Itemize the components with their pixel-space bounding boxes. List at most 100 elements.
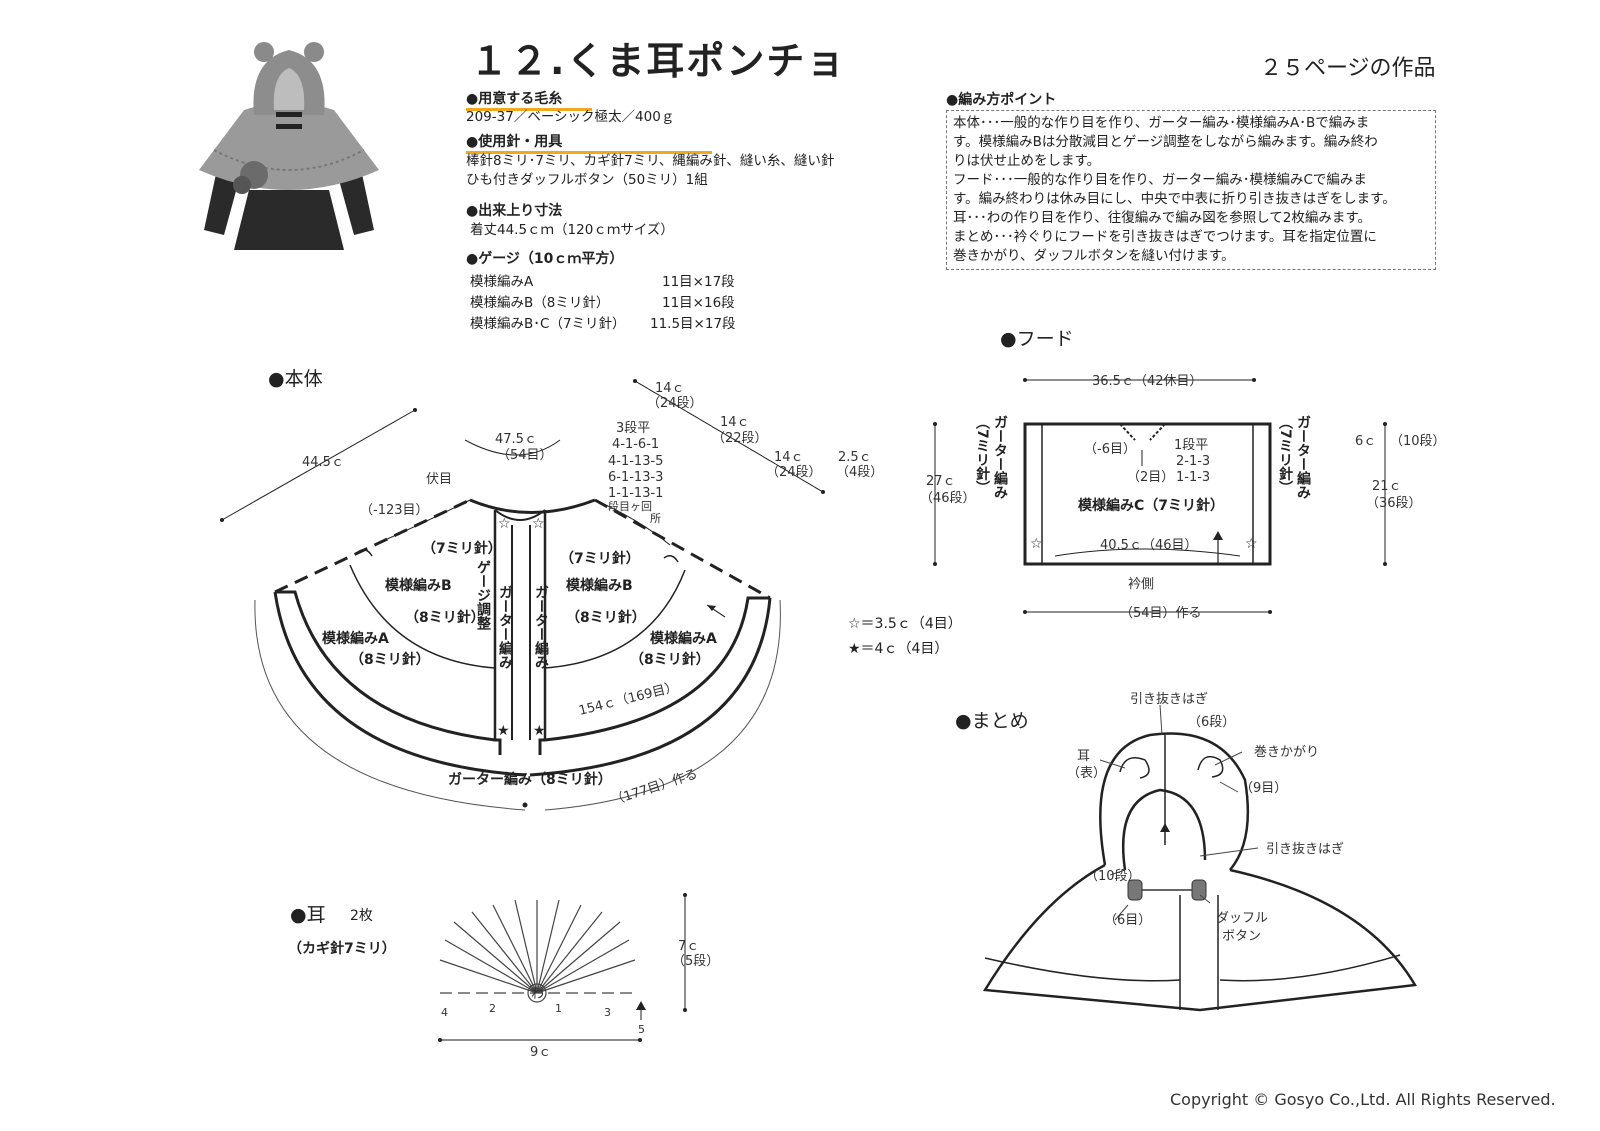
ear-height: 7ｃ	[678, 939, 699, 954]
asm-rows6: （6目）	[1104, 913, 1151, 928]
points-heading: ●編み方ポイント	[946, 92, 1057, 108]
body-patA-right: 模様編みA	[650, 630, 717, 647]
gauge-heading: ●ゲージ（10ｃｍ平方）	[466, 251, 624, 267]
hood-star-left: ☆	[1030, 536, 1043, 552]
hood-inner-width: 40.5ｃ（46目）	[1100, 538, 1198, 553]
hood-dec-3: 1-1-3	[1176, 470, 1210, 485]
size-heading: ●出来上り寸法	[466, 203, 563, 219]
body-dec-2: 4-1-6-1	[612, 437, 659, 452]
hood-body-h-rows: （36段）	[1366, 496, 1422, 511]
hood-star-right: ☆	[1245, 536, 1258, 552]
body-dec-3: 4-1-13-5	[608, 454, 663, 469]
yarn-text: 209-37／ベーシック極太／400ｇ	[466, 109, 675, 125]
body-star-open-left: ☆	[498, 516, 511, 532]
hood-collar-side: 衿側	[1128, 577, 1154, 592]
body-patB-right: 模様編みB	[566, 577, 633, 594]
ear-heading: ●耳	[290, 904, 326, 926]
ear-needle: （カギ針7ミリ）	[288, 941, 396, 957]
asm-slip-join: 引き抜きはぎ	[1266, 841, 1344, 857]
hood-needle-left: （7ミリ針）	[974, 415, 991, 495]
body-star-solid-left: ★	[497, 723, 510, 739]
body-bind-off: 伏目	[426, 472, 452, 487]
body-m4-rows: （4段）	[836, 465, 883, 480]
asm-ear-face: （表）	[1067, 766, 1106, 781]
asm-sts9: （9目）	[1240, 781, 1287, 796]
body-legend-star-open: ☆＝3.5ｃ（4目）	[848, 616, 962, 632]
asm-whip: 巻きかがり	[1254, 745, 1319, 760]
size-text: 着丈44.5ｃｍ（120ｃｍサイズ）	[470, 222, 674, 238]
hood-top-h-rows: （10段）	[1390, 434, 1446, 449]
body-dec-5: 1-1-13-1	[608, 486, 663, 501]
body-neck-width: 47.5ｃ	[495, 432, 537, 447]
body-total-height: 44.5ｃ	[302, 455, 344, 470]
hood-garter-right: ガーター編み	[1295, 415, 1311, 499]
body-dec-4: 6-1-13-3	[608, 470, 663, 485]
hood-center-sts: （2目）	[1127, 470, 1174, 485]
hood-top-h: 6ｃ	[1355, 434, 1376, 449]
body-needle8a-right: （8ミリ針）	[630, 651, 710, 668]
body-garter-left: ガーター編み	[497, 585, 513, 669]
body-m4: 2.5ｃ	[838, 450, 872, 465]
hood-cast-on: （54目）作る	[1120, 606, 1202, 621]
asm-duffle: ダッフル	[1216, 911, 1268, 926]
ear-row-4: 4	[441, 1006, 448, 1019]
body-patB-left: 模様編みB	[385, 577, 452, 594]
body-needle8-left: （8ミリ針）	[405, 609, 485, 626]
hood-dec-center: （-6目）	[1084, 442, 1136, 457]
body-garter-bottom: ガーター編み（8ミリ針）	[448, 771, 612, 788]
asm-rows6-top: （6段）	[1188, 715, 1235, 730]
ear-height-rows: （5段）	[672, 954, 719, 969]
yarn-heading: ●用意する毛糸	[466, 88, 593, 111]
hood-body-h: 21ｃ	[1372, 479, 1402, 494]
body-cast-on: （177目）作る	[610, 767, 700, 809]
assembly-heading: ●まとめ	[955, 710, 1029, 732]
body-needle7-left: （7ミリ針）	[422, 540, 502, 557]
body-heading: ●本体	[268, 368, 323, 390]
body-m3-rows: （24段）	[766, 465, 822, 480]
ear-count: 2枚	[350, 908, 373, 924]
body-patA-left: 模様編みA	[322, 630, 389, 647]
asm-button: ボタン	[1222, 929, 1261, 944]
hood-garter-left: ガーター編み	[992, 415, 1008, 499]
asm-slip-join-top: 引き抜きはぎ	[1130, 691, 1208, 707]
copyright: Copyright © Gosyo Co.,Ltd. All Rights Re…	[1170, 1090, 1556, 1109]
ear-row-5: 5	[638, 1023, 645, 1036]
ear-row-1: 1	[555, 1002, 562, 1015]
body-dec-6: 段目ヶ回	[608, 499, 652, 513]
body-needle8a-left: （8ミリ針）	[350, 651, 430, 668]
body-neck-rows: （54目）	[497, 448, 553, 463]
pattern-title: １２.くま耳ポンチョ	[470, 39, 847, 83]
ear-row-2: 2	[489, 1002, 496, 1015]
body-m1-rows: （24段）	[647, 396, 703, 411]
body-dec-stitches: （-123目）	[360, 503, 429, 518]
ear-ring: わ	[531, 987, 544, 1002]
body-garter-right: ガーター編み	[533, 585, 549, 669]
hood-height-rows: （46段）	[920, 491, 976, 506]
body-legend-star-solid: ★＝4ｃ（4目）	[848, 641, 948, 657]
gauge-row: 模様編みB（8ミリ針）11目×16段	[470, 295, 735, 311]
body-m1: 14ｃ	[655, 381, 685, 396]
hood-heading: ●フード	[1000, 328, 1074, 350]
page-reference: ２５ページの作品	[1260, 56, 1436, 81]
gauge-row: 模様編みB･C（7ミリ針）11.5目×17段	[470, 316, 736, 332]
body-needle8-right: （8ミリ針）	[566, 609, 646, 626]
points-box: 本体･･･一般的な作り目を作り、ガーター編み･模様編みA･Bで編みま す。模様編…	[946, 110, 1436, 270]
ear-width: 9ｃ	[530, 1045, 551, 1060]
body-needle7-right: （7ミリ針）	[560, 550, 640, 567]
tools-heading: ●使用針・用具	[466, 131, 713, 154]
body-m2: 14ｃ	[720, 415, 750, 430]
hood-dec-2: 2-1-3	[1176, 454, 1210, 469]
asm-rows10: （10段）	[1085, 869, 1141, 884]
body-dec-1: 3段平	[616, 421, 650, 436]
ear-row-3: 3	[604, 1006, 611, 1019]
hood-pattern: 模様編みC（7ミリ針）	[1078, 497, 1224, 514]
asm-ear: 耳	[1077, 749, 1090, 764]
hood-height: 27ｃ	[926, 474, 956, 489]
body-star-solid-right: ★	[533, 723, 546, 739]
tools-line-1: 棒針8ミリ･7ミリ、カギ針7ミリ、縄編み針、縫い糸、縫い針	[466, 153, 835, 169]
body-dec-7: 所	[650, 512, 661, 525]
product-photo	[194, 40, 384, 250]
